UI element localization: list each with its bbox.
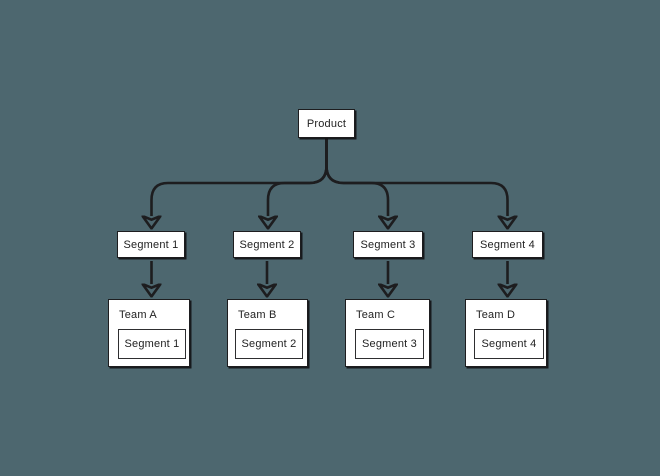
node-team-c: Team C Segment 3 — [345, 299, 430, 367]
team-c-label: Team C — [356, 309, 396, 321]
connector-product-segment-3 — [325, 138, 389, 216]
team-a-segment-box: Segment 1 — [118, 329, 186, 359]
team-a-label: Team A — [119, 309, 157, 321]
team-d-label: Team D — [476, 309, 516, 321]
node-segment-2: Segment 2 — [233, 231, 301, 258]
team-b-label: Team B — [238, 309, 277, 321]
connector-product-segment-1 — [152, 138, 328, 216]
connector-product-segment-4 — [325, 138, 508, 216]
node-team-b: Team B Segment 2 — [227, 299, 308, 367]
node-segment-4: Segment 4 — [472, 231, 543, 258]
connector-product-segment-2 — [268, 138, 328, 216]
node-team-a: Team A Segment 1 — [108, 299, 190, 367]
node-team-d: Team D Segment 4 — [465, 299, 547, 367]
node-product: Product — [298, 109, 355, 138]
team-b-segment-box: Segment 2 — [235, 329, 303, 359]
team-c-segment-box: Segment 3 — [355, 329, 424, 359]
team-d-segment-box: Segment 4 — [474, 329, 544, 359]
node-segment-3: Segment 3 — [353, 231, 423, 258]
node-segment-1: Segment 1 — [117, 231, 185, 258]
